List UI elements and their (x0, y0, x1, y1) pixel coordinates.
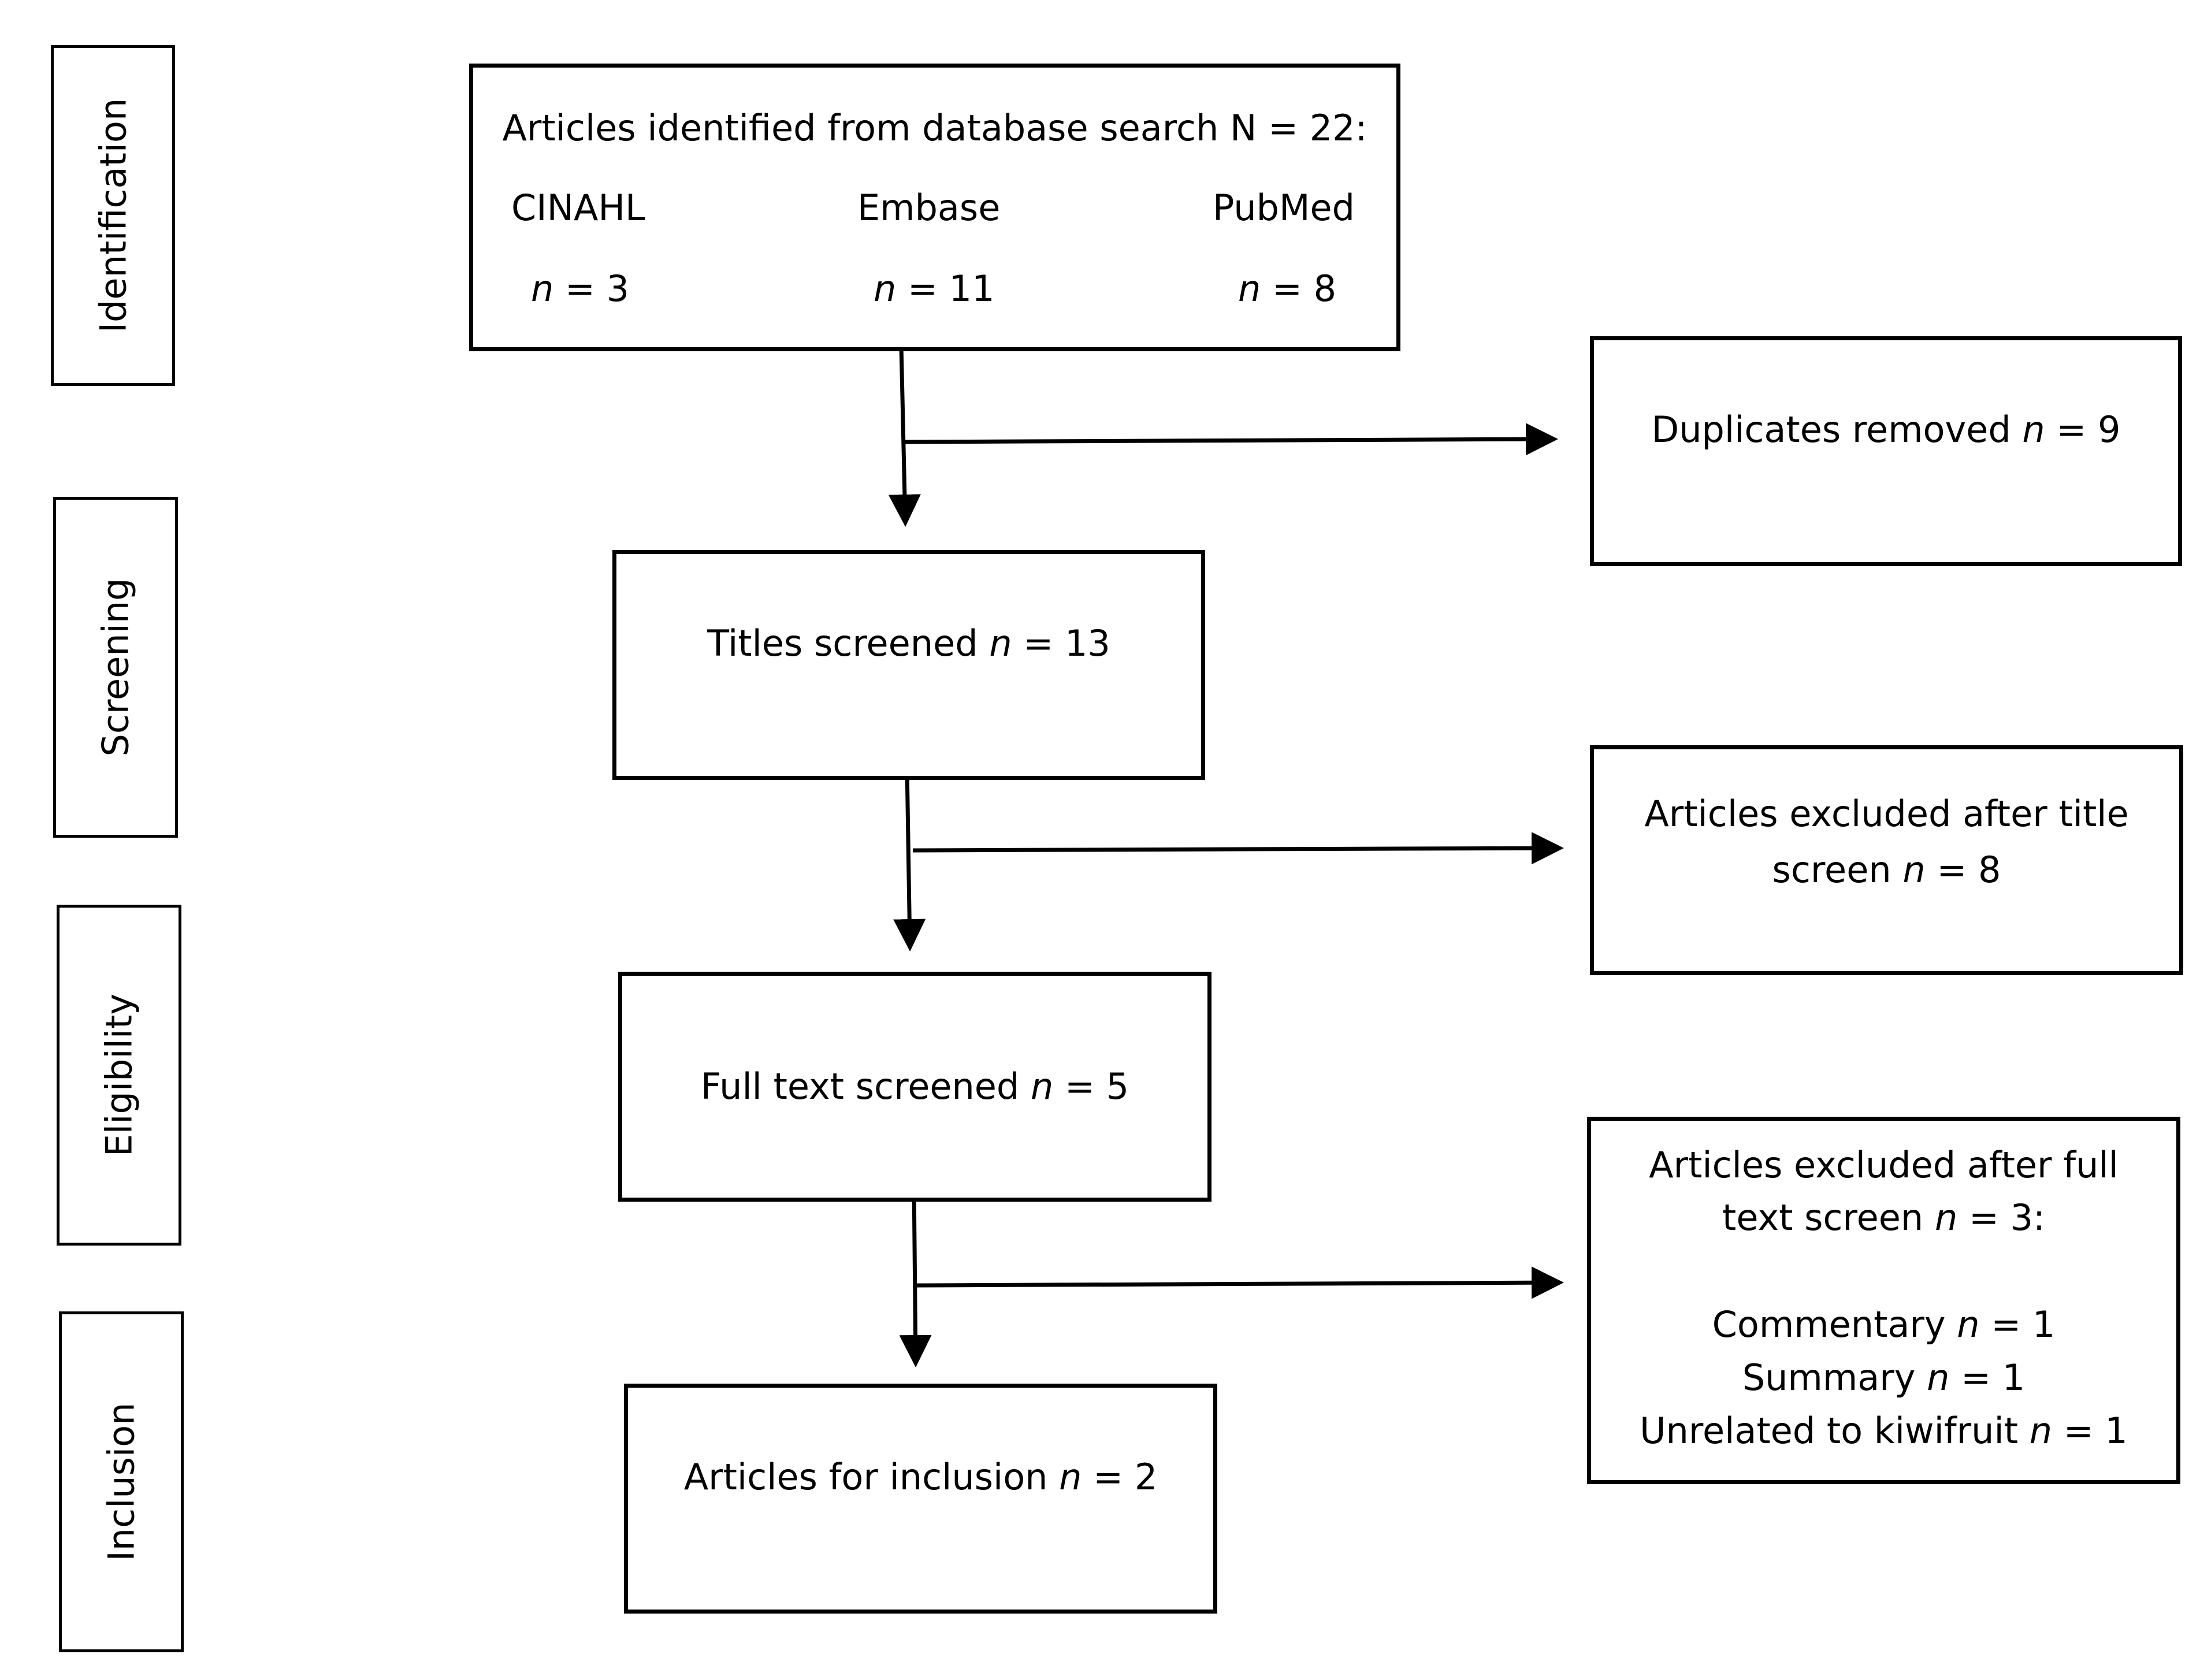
reason-unrelated: Unrelated to kiwifruit n = 1 (1640, 1410, 2128, 1452)
arrow-identified-to-titles (888, 346, 921, 527)
source-pubmed-count: n = 8 (1238, 267, 1337, 310)
titles-screened-box: Titles screened n = 13 (612, 550, 1205, 780)
included-text: Articles for inclusion n = 2 (683, 1456, 1158, 1498)
arrow-titles-to-fulltext (893, 768, 926, 951)
source-embase-name: Embase (857, 187, 1001, 229)
fulltext-screened-text: Full text screened n = 5 (700, 1065, 1129, 1107)
excluded-fulltext-line2: text screen n = 3: (1722, 1196, 2045, 1239)
stage-inclusion: Inclusion (59, 1311, 184, 1652)
included-box: Articles for inclusion n = 2 (624, 1384, 1217, 1614)
arrow-to-excluded-fulltext (915, 1266, 1564, 1299)
source-cinahl-count: n = 3 (531, 267, 630, 310)
duplicates-box: Duplicates removed n = 9 (1590, 336, 2182, 566)
source-embase-count: n = 11 (874, 267, 995, 310)
stage-screening: Screening (53, 497, 178, 838)
excluded-title-line2: screen n = 8 (1772, 849, 2001, 891)
titles-screened-text: Titles screened n = 13 (707, 622, 1110, 664)
arrow-fulltext-to-included (899, 1184, 932, 1367)
fulltext-screened-box: Full text screened n = 5 (618, 972, 1212, 1202)
excluded-title-line1: Articles excluded after title (1644, 793, 2129, 835)
reason-summary: Summary n = 1 (1742, 1356, 2026, 1399)
source-cinahl-name: CINAHL (511, 187, 645, 229)
excluded-fulltext-box: Articles excluded after full text screen… (1587, 1117, 2180, 1484)
reason-commentary: Commentary n = 1 (1712, 1303, 2056, 1346)
excluded-fulltext-line1: Articles excluded after full (1649, 1144, 2119, 1186)
arrow-to-excluded-title (912, 832, 1564, 865)
identified-title: Articles identified from database search… (502, 107, 1367, 149)
stage-identification: Identification (51, 45, 175, 386)
stage-eligibility: Eligibility (57, 905, 181, 1246)
arrow-to-duplicates (902, 423, 1558, 456)
identified-box: Articles identified from database search… (469, 64, 1400, 351)
excluded-title-box: Articles excluded after title screen n =… (1590, 745, 2183, 975)
source-pubmed-name: PubMed (1213, 187, 1355, 229)
duplicates-text: Duplicates removed n = 9 (1651, 408, 2121, 451)
